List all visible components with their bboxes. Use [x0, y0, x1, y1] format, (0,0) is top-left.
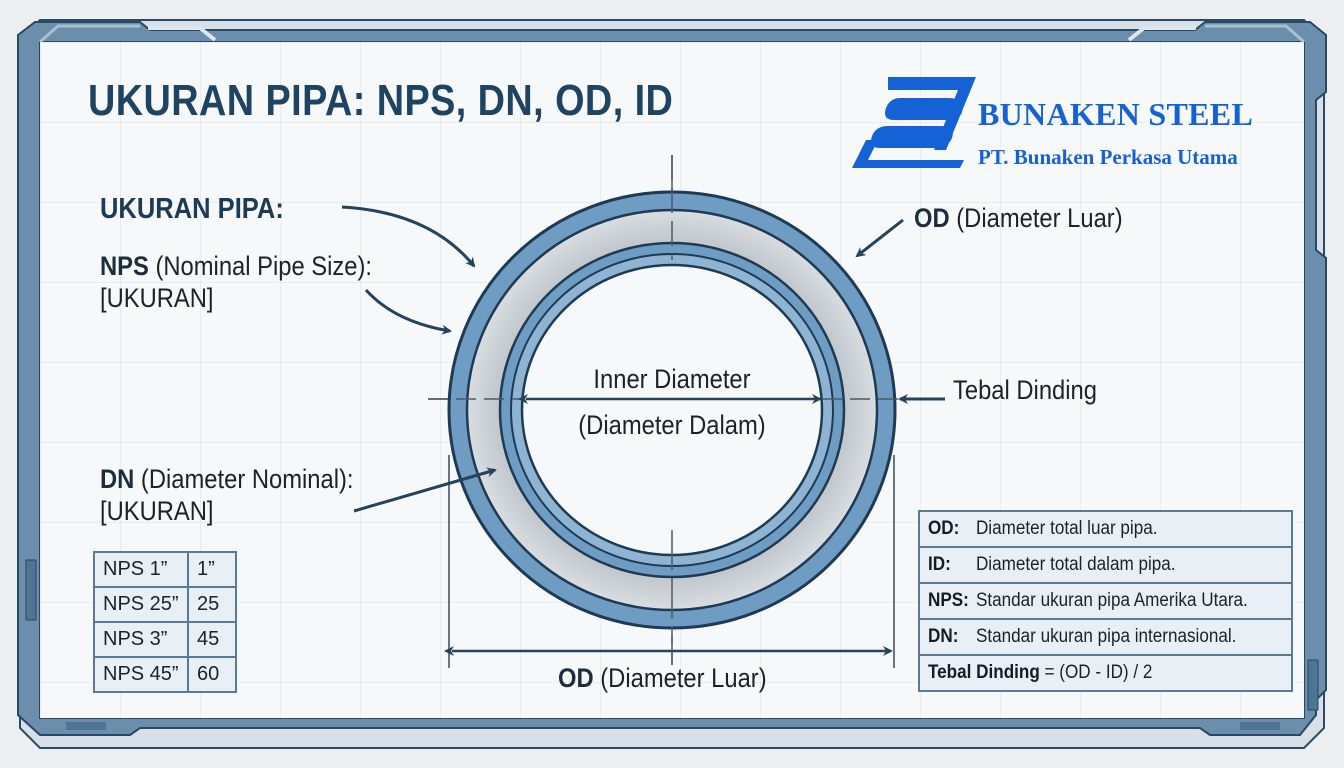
page-title: UKURAN PIPA: NPS, DN, OD, ID — [88, 76, 674, 125]
od-bottom-desc: (Diameter Luar) — [600, 663, 767, 693]
od-bottom-label: OD (Diameter Luar) — [558, 662, 767, 694]
dn-value: [UKURAN] — [100, 496, 214, 526]
legend-text: Standar ukuran pipa internasional. — [975, 626, 1237, 647]
pipe-size-arrow — [341, 205, 476, 268]
od-top-arrow — [855, 218, 904, 258]
table-row: NPS 25” 25 — [93, 586, 237, 623]
legend-key: OD: — [928, 518, 960, 539]
dn-arrow — [353, 467, 497, 513]
dn-cell: 60 — [187, 656, 237, 693]
inner-diameter-label: Inner Diameter — [593, 364, 751, 394]
formula-text: = (OD - ID) / 2 — [1044, 662, 1153, 683]
dn-cell: 1” — [187, 551, 237, 588]
pipe-size-heading: UKURAN PIPA: — [100, 193, 284, 225]
dn-label: DN (Diameter Nominal): [UKURAN] — [100, 463, 354, 527]
nps-cell: NPS 1” — [93, 551, 189, 588]
dn-cell: 45 — [187, 621, 237, 658]
legend-key: DN: — [928, 626, 959, 647]
nps-desc: (Nominal Pipe Size): — [155, 251, 373, 281]
table-row: NPS 1” 1” — [93, 551, 237, 588]
od-top-abbr: OD — [914, 203, 950, 233]
legend-row: ID: Diameter total dalam pipa. — [917, 546, 1294, 584]
formula-key: Tebal Dinding — [928, 662, 1040, 683]
od-bottom-abbr: OD — [558, 663, 594, 693]
legend-row: DN: Standar ukuran pipa internasional. — [917, 618, 1294, 656]
dn-abbr: DN — [100, 464, 135, 494]
legend-row: OD: Diameter total luar pipa. — [917, 510, 1294, 548]
wall-thickness-label: Tebal Dinding — [953, 375, 1097, 405]
legend-row: NPS: Standar ukuran pipa Amerika Utara. — [917, 582, 1294, 620]
od-top-desc: (Diameter Luar) — [956, 203, 1123, 233]
table-row: NPS 3” 45 — [93, 621, 237, 658]
legend-text: Diameter total luar pipa. — [975, 518, 1158, 539]
legend-key: ID: — [928, 554, 951, 575]
legend-text: Diameter total dalam pipa. — [975, 554, 1176, 575]
brand-name: BUNAKEN STEEL — [978, 96, 1254, 132]
inner-diameter-sub-label: (Diameter Dalam) — [578, 410, 766, 440]
nps-cell: NPS 45” — [93, 656, 189, 693]
dn-cell: 25 — [187, 586, 237, 623]
nps-cell: NPS 25” — [93, 586, 189, 623]
definitions-legend: OD: Diameter total luar pipa. ID: Diamet… — [917, 510, 1294, 692]
dn-desc: (Diameter Nominal): — [140, 464, 354, 494]
legend-key: NPS: — [928, 590, 969, 611]
nps-cell: NPS 3” — [93, 621, 189, 658]
od-top-label: OD (Diameter Luar) — [914, 202, 1123, 234]
table-row: NPS 45” 60 — [93, 656, 237, 693]
nps-dn-table: NPS 1” 1” NPS 25” 25 NPS 3” 45 NPS 45” 6… — [93, 551, 237, 693]
nps-abbr: NPS — [100, 251, 149, 281]
legend-text: Standar ukuran pipa Amerika Utara. — [975, 590, 1248, 611]
nps-arrow — [364, 288, 452, 335]
nps-label: NPS (Nominal Pipe Size): [UKURAN] — [100, 250, 372, 314]
legend-formula-row: Tebal Dinding = (OD - ID) / 2 — [917, 654, 1294, 692]
nps-value: [UKURAN] — [100, 283, 214, 313]
brand-subtitle: PT. Bunaken Perkasa Utama — [978, 145, 1238, 169]
bunaken-steel-logo-icon — [852, 77, 976, 168]
